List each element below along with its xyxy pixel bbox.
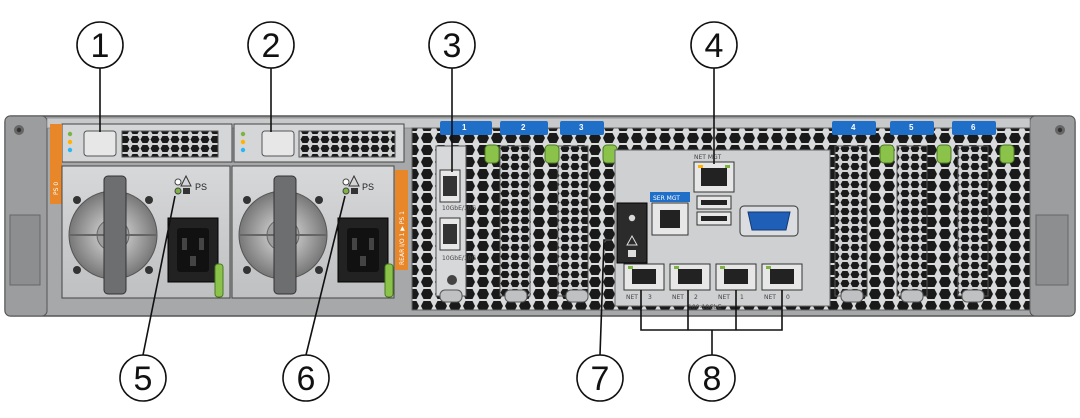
- svg-text:10GbE/10G: 10GbE/10G: [442, 205, 477, 212]
- power-supply-1[interactable]: PS: [231, 165, 395, 299]
- svg-text:REAR I/O 1 ▶ PS 1: REAR I/O 1 ▶ PS 1: [399, 211, 406, 265]
- drive-bay-0[interactable]: [61, 123, 233, 163]
- svg-text:4: 4: [705, 27, 724, 65]
- svg-text:2: 2: [694, 294, 698, 301]
- svg-text:5: 5: [134, 360, 153, 398]
- svg-text:3: 3: [579, 123, 584, 132]
- svg-text:6: 6: [297, 360, 316, 398]
- pcie-bracket-5[interactable]: [896, 144, 952, 297]
- pcie-slot-label-1: 1: [440, 121, 492, 135]
- pcie-slot-label-3: 3: [560, 121, 604, 135]
- psu-status-leds: [174, 174, 192, 195]
- pcie-slot-label-4: 4: [832, 121, 876, 135]
- callout-leaders: [99, 68, 783, 356]
- svg-text:2: 2: [262, 27, 281, 65]
- svg-text:PS 0: PS 0: [53, 182, 60, 195]
- system-status-panel[interactable]: [616, 202, 648, 264]
- svg-text:NET MGT: NET MGT: [694, 154, 721, 161]
- svg-text:6: 6: [971, 123, 976, 132]
- vga-port[interactable]: [739, 205, 799, 237]
- callout-5: 5: [119, 354, 167, 402]
- svg-text:SER MGT: SER MGT: [653, 195, 680, 202]
- psu-status-leds: [342, 174, 360, 195]
- svg-text:NET: NET: [764, 294, 776, 301]
- svg-text:8: 8: [703, 360, 722, 398]
- usb-ports[interactable]: [696, 195, 732, 226]
- svg-text:NET: NET: [672, 294, 684, 301]
- svg-text:0: 0: [786, 294, 790, 301]
- ps-label: PS: [195, 182, 207, 192]
- callout-7: 7: [576, 354, 624, 402]
- pcie-slot-label-6: 6: [952, 121, 996, 135]
- callout-6: 6: [282, 354, 330, 402]
- power-supply-0[interactable]: PS: [61, 165, 231, 299]
- svg-text:2: 2: [521, 123, 526, 132]
- net-port-3[interactable]: NET 3: [623, 263, 665, 301]
- svg-text:3: 3: [648, 294, 652, 301]
- svg-text:1: 1: [462, 123, 467, 132]
- bracket-thumbscrews: [439, 289, 985, 303]
- pcie-slot-label-2: 2: [500, 121, 548, 135]
- net-mgt-port[interactable]: NET MGT: [693, 154, 735, 193]
- svg-text:NET: NET: [718, 294, 730, 301]
- net-port-2[interactable]: NET 2: [669, 263, 711, 301]
- psu1-orange-tab: REAR I/O 1 ▶ PS 1: [395, 170, 408, 270]
- psu0-orange-tab: PS 0: [50, 124, 62, 204]
- drive-bay-1[interactable]: [233, 123, 405, 163]
- callout-1: 1: [76, 21, 124, 69]
- pcie-slot-label-5: 5: [890, 121, 934, 135]
- ps-label: PS: [362, 182, 374, 192]
- ser-mgt-port[interactable]: SER MGT: [650, 192, 690, 236]
- svg-text:10GbE/10G: 10GbE/10G: [442, 255, 477, 262]
- pcie-slot-labels: 1 2 3 4 5 6: [440, 121, 996, 135]
- pcie-bracket-2[interactable]: [484, 144, 531, 297]
- svg-text:5: 5: [909, 123, 914, 132]
- svg-text:3: 3: [443, 27, 462, 65]
- speed-label: 100-10GbE: [688, 304, 722, 311]
- pcie-bracket-3[interactable]: [544, 144, 589, 297]
- callout-2: 2: [247, 21, 295, 69]
- net-port-0[interactable]: NET 0: [761, 263, 803, 301]
- svg-text:1: 1: [91, 27, 110, 65]
- net-ports: NET 3 NET 2 NET 1 NET 0 100-10GbE: [623, 263, 803, 311]
- svg-text:7: 7: [591, 360, 610, 398]
- callout-8: 8: [688, 354, 736, 402]
- svg-text:NET: NET: [626, 294, 638, 301]
- svg-text:4: 4: [851, 123, 856, 132]
- pcie-bracket-6[interactable]: [957, 144, 1015, 297]
- callout-3: 3: [428, 21, 476, 69]
- callout-4: 4: [690, 21, 738, 69]
- net-port-1[interactable]: NET 1: [715, 263, 757, 301]
- pcie-card-sfp[interactable]: 10GbE/10G 10GbE/10G: [435, 145, 477, 297]
- svg-text:1: 1: [740, 294, 744, 301]
